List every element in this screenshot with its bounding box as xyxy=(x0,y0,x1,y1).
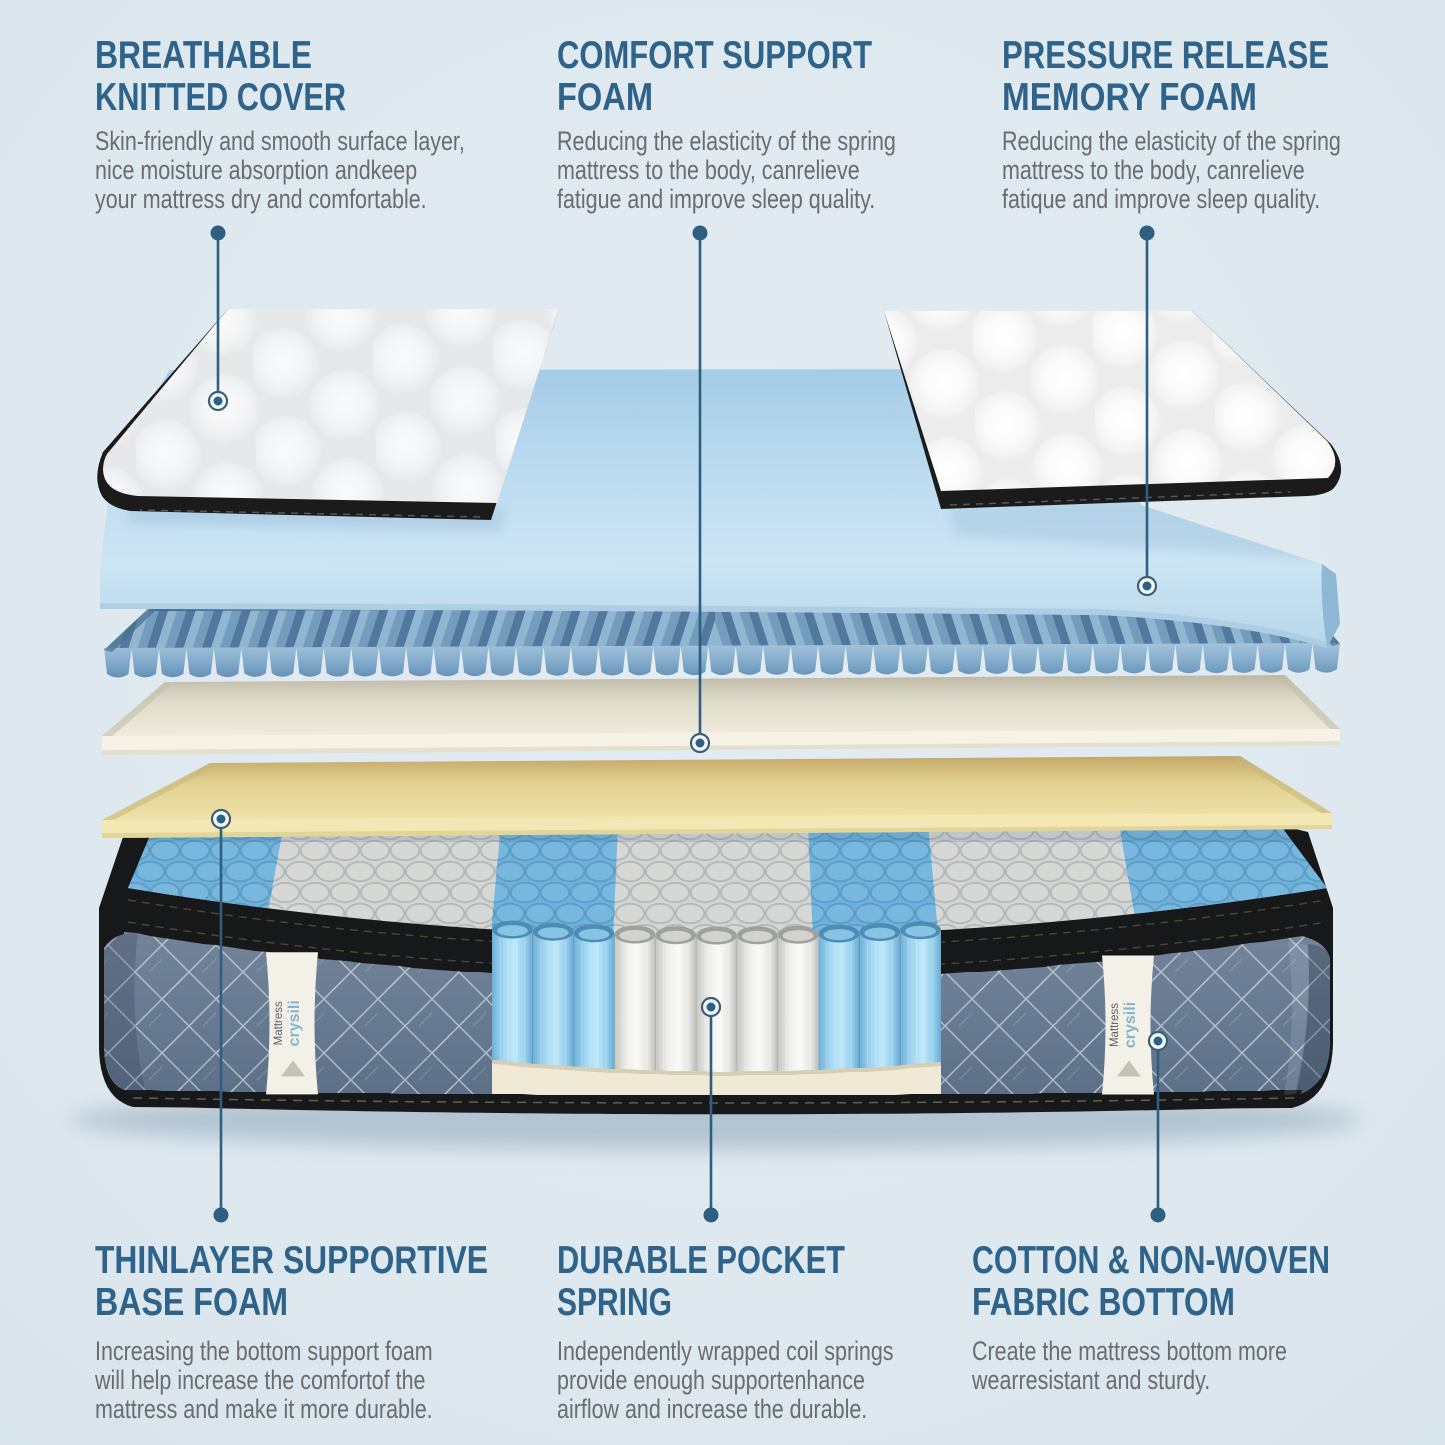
svg-text:Mattress: Mattress xyxy=(273,1001,285,1045)
svg-text:Mattress: Mattress xyxy=(1109,1003,1121,1047)
svg-text:crysili: crysili xyxy=(1122,1002,1139,1048)
svg-text:crysili: crysili xyxy=(286,1000,303,1046)
